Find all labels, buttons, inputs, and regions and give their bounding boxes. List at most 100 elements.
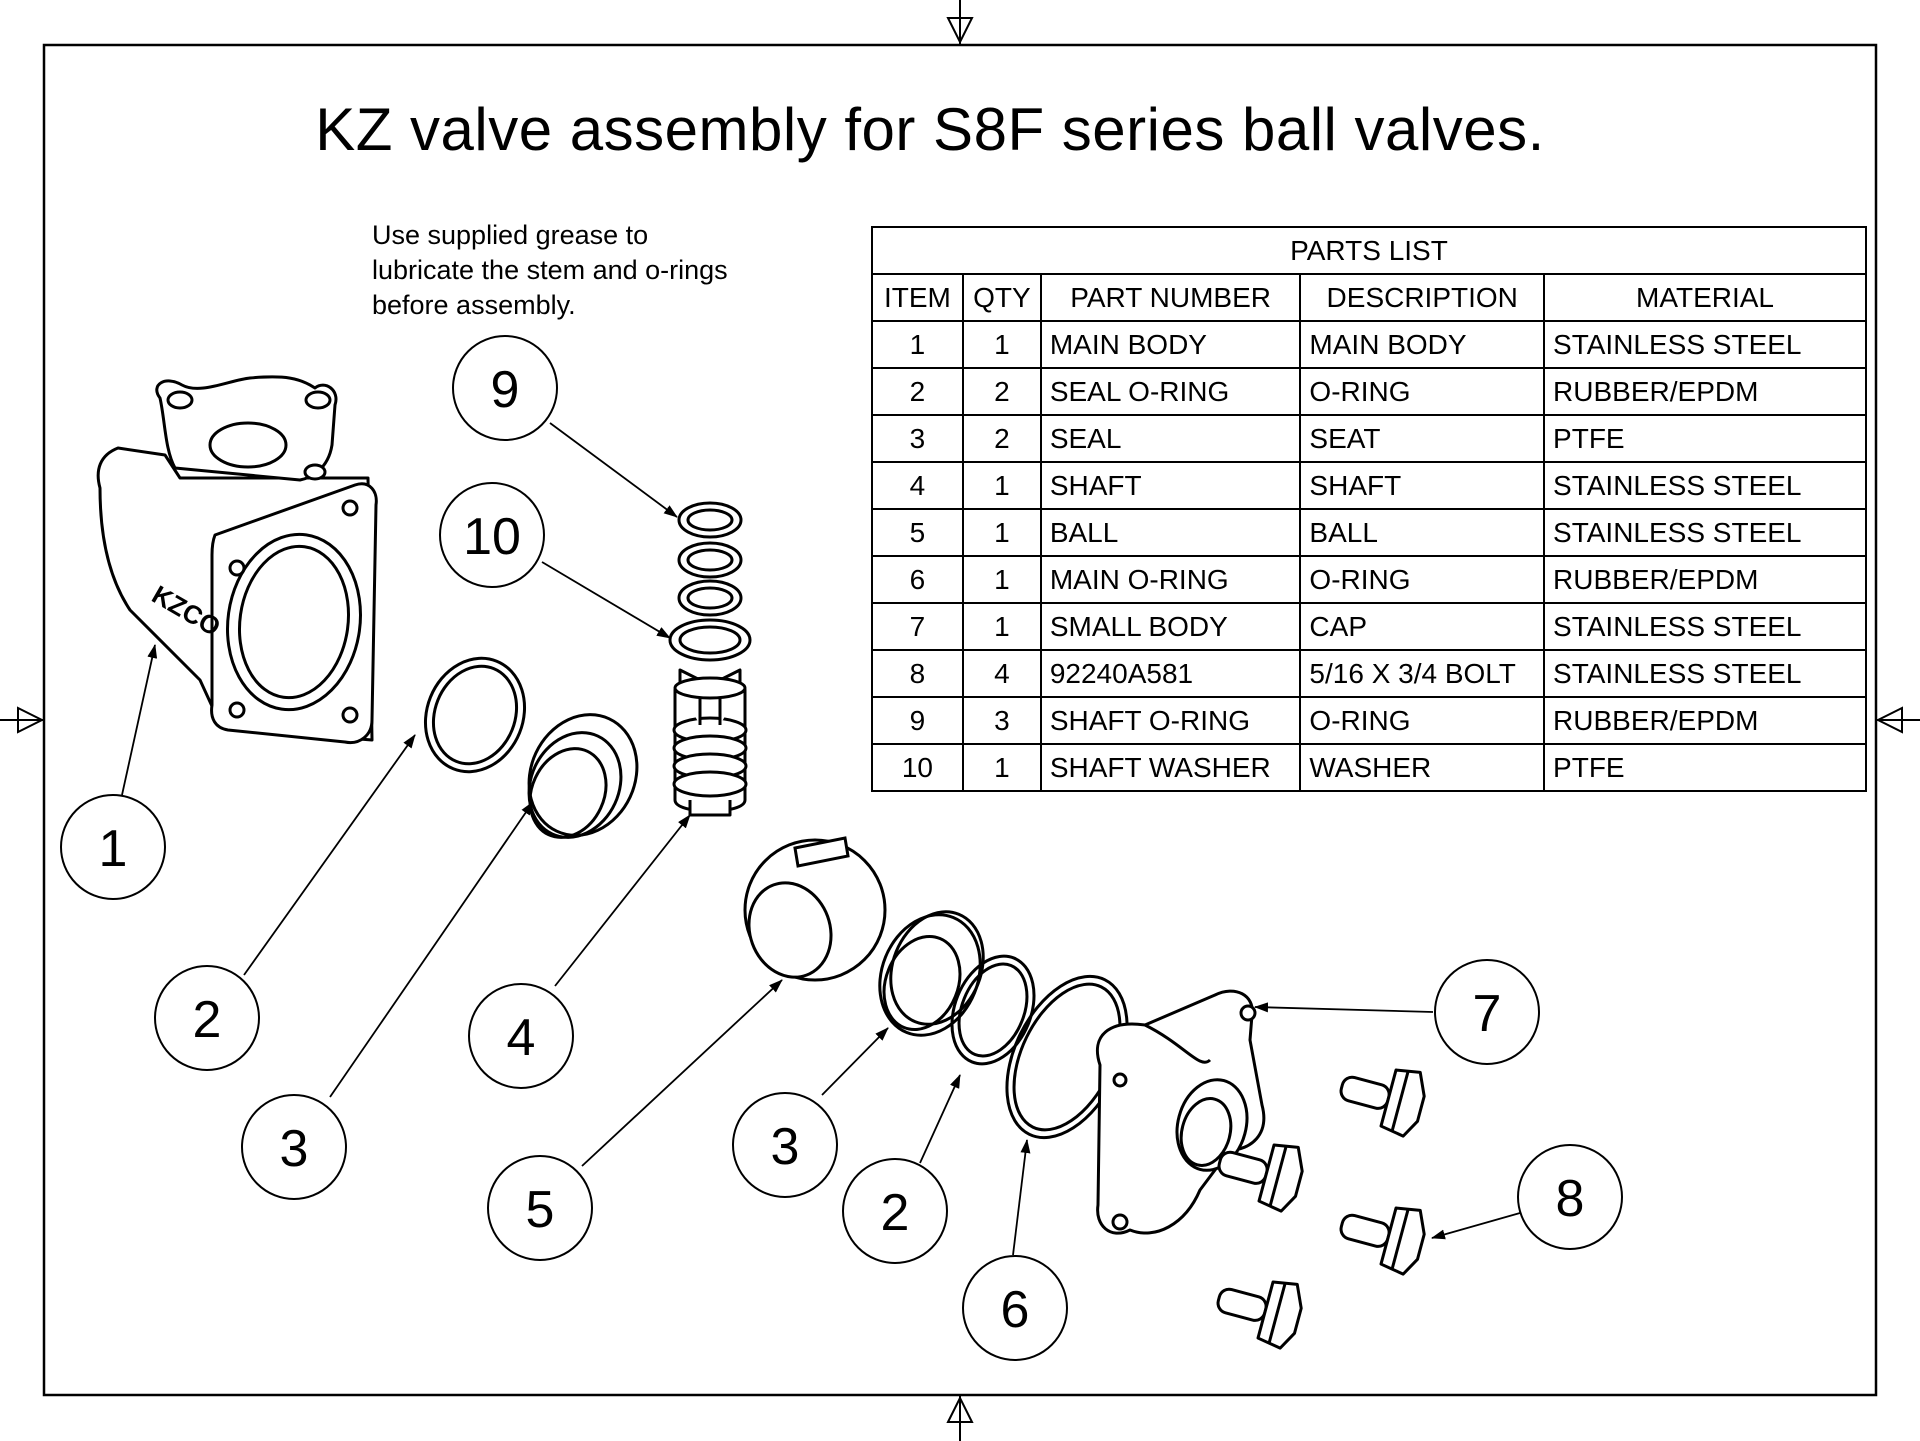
bolt-part xyxy=(1216,1068,1426,1350)
balloon-5: 5 xyxy=(487,1155,593,1261)
cell-material: STAINLESS STEEL xyxy=(1543,649,1867,698)
main-body-part: KZCO xyxy=(96,375,378,745)
note-line: before assembly. xyxy=(372,290,576,320)
leader-10 xyxy=(541,561,671,639)
balloon-label: 5 xyxy=(526,1181,555,1239)
balloon-10: 10 xyxy=(439,482,545,588)
cell-qty: 2 xyxy=(961,367,1042,416)
assembly-note: Use supplied grease to lubricate the ste… xyxy=(372,218,728,323)
balloon-1: 1 xyxy=(60,794,166,900)
cell-part-number: SEAL O-RING xyxy=(1039,367,1302,416)
balloon-3-right: 3 xyxy=(732,1092,838,1198)
cell-part-number: SHAFT xyxy=(1039,461,1302,510)
cell-description: SHAFT xyxy=(1299,461,1546,510)
leader-8 xyxy=(1431,1212,1521,1240)
column-header-part-number: PART NUMBER xyxy=(1039,273,1302,322)
balloon-label: 6 xyxy=(1001,1281,1030,1339)
cell-qty: 1 xyxy=(961,461,1042,510)
cell-part-number: 92240A581 xyxy=(1039,649,1302,698)
cell-material: STAINLESS STEEL xyxy=(1543,602,1867,651)
balloon-label: 10 xyxy=(463,508,521,566)
cell-qty: 3 xyxy=(961,696,1042,745)
cell-part-number: SHAFT O-RING xyxy=(1039,696,1302,745)
note-line: Use supplied grease to xyxy=(372,220,649,250)
leader-7 xyxy=(1254,1002,1434,1013)
item-balloons: 1 2 3 4 5 3 2 6 7 8 9 10 xyxy=(60,335,1623,1361)
cell-item: 8 xyxy=(871,649,964,698)
cell-description: 5/16 X 3/4 BOLT xyxy=(1299,649,1546,698)
cell-qty: 1 xyxy=(961,320,1042,369)
cell-part-number: SHAFT WASHER xyxy=(1039,743,1302,792)
balloon-label: 2 xyxy=(881,1184,910,1242)
drawing-title: KZ valve assembly for S8F series ball va… xyxy=(315,96,1545,163)
leader-4 xyxy=(554,814,691,987)
cell-description: CAP xyxy=(1299,602,1546,651)
cell-material: RUBBER/EPDM xyxy=(1543,555,1867,604)
seal-o-ring-left-part xyxy=(423,656,527,774)
balloon-2-left: 2 xyxy=(154,965,260,1071)
cell-part-number: BALL xyxy=(1039,508,1302,557)
cell-material: STAINLESS STEEL xyxy=(1543,461,1867,510)
seal-o-ring-right-part xyxy=(950,954,1036,1066)
leader-9 xyxy=(549,422,678,518)
seal-right-part xyxy=(878,910,985,1037)
cell-part-number: MAIN BODY xyxy=(1039,320,1302,369)
column-header-material: MATERIAL xyxy=(1543,273,1867,322)
leader-3-left xyxy=(329,801,534,1098)
cell-item: 2 xyxy=(871,367,964,416)
cell-qty: 1 xyxy=(961,508,1042,557)
cell-qty: 1 xyxy=(961,555,1042,604)
balloon-label: 3 xyxy=(280,1120,309,1178)
cell-part-number: MAIN O-RING xyxy=(1039,555,1302,604)
ball-part xyxy=(743,836,887,982)
cell-item: 3 xyxy=(871,414,964,463)
cell-material: RUBBER/EPDM xyxy=(1543,367,1867,416)
balloon-7: 7 xyxy=(1434,959,1540,1065)
seal-left-part xyxy=(527,713,639,839)
balloon-label: 1 xyxy=(99,820,128,878)
cell-part-number: SEAL xyxy=(1039,414,1302,463)
balloon-2-right: 2 xyxy=(842,1158,948,1264)
balloon-label: 4 xyxy=(507,1009,536,1067)
cell-item: 10 xyxy=(871,743,964,792)
cell-material: PTFE xyxy=(1543,414,1867,463)
cell-description: MAIN BODY xyxy=(1299,320,1546,369)
leader-1 xyxy=(121,644,158,796)
balloon-4: 4 xyxy=(468,983,574,1089)
leader-2-left xyxy=(243,734,416,976)
shaft-part xyxy=(672,668,748,817)
cell-item: 5 xyxy=(871,508,964,557)
balloon-label: 7 xyxy=(1473,985,1502,1043)
cell-material: STAINLESS STEEL xyxy=(1543,320,1867,369)
cell-description: BALL xyxy=(1299,508,1546,557)
balloon-label: 8 xyxy=(1556,1170,1585,1228)
cell-item: 6 xyxy=(871,555,964,604)
parts-list-heading: PARTS LIST xyxy=(871,226,1867,275)
balloon-label: 9 xyxy=(491,361,520,419)
shaft-washer-part xyxy=(668,618,752,662)
cell-description: O-RING xyxy=(1299,696,1546,745)
cell-qty: 4 xyxy=(961,649,1042,698)
cell-description: WASHER xyxy=(1299,743,1546,792)
leader-2-right xyxy=(919,1074,961,1164)
column-header-description: DESCRIPTION xyxy=(1299,273,1546,322)
note-line: lubricate the stem and o-rings xyxy=(372,255,728,285)
cell-description: O-RING xyxy=(1299,367,1546,416)
balloon-9: 9 xyxy=(452,335,558,441)
shaft-o-ring-part xyxy=(677,501,743,617)
cell-qty: 1 xyxy=(961,743,1042,792)
leader-5 xyxy=(581,979,783,1167)
leader-6 xyxy=(1012,1139,1031,1256)
cell-description: O-RING xyxy=(1299,555,1546,604)
parts-list-heading-row: PARTS LIST xyxy=(871,226,1867,275)
small-body-part xyxy=(1095,989,1266,1235)
